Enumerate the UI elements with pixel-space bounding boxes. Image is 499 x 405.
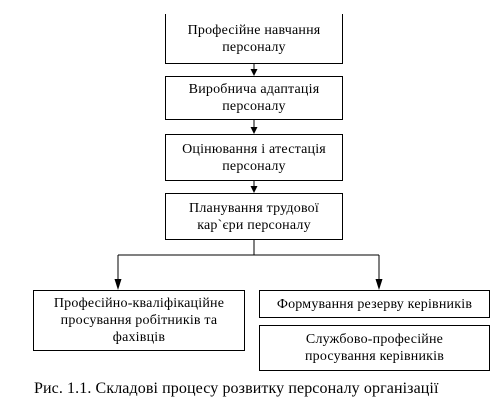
figure-caption: Рис. 1.1. Складові процесу розвитку перс… <box>34 380 439 397</box>
arrowhead-assessment <box>250 127 258 134</box>
arrowhead-reserve <box>375 279 383 290</box>
box-career-planning-label: Планування трудової кар`єри персоналу <box>189 200 319 233</box>
box-managers-promotion: Службово-професійне просування керівникі… <box>259 325 490 371</box>
box-career-planning: Планування трудової кар`єри персоналу <box>165 193 343 240</box>
box-assessment-attestation: Оцінювання і атестація персоналу <box>165 134 343 181</box>
box-production-adaptation: Виробнича адаптація персоналу <box>165 76 343 120</box>
box-managers-promotion-label: Службово-професійне просування керівникі… <box>304 332 445 364</box>
box-assessment-attestation-label: Оцінювання і атестація персоналу <box>182 141 326 174</box>
box-workers-promotion-label: Професійно-кваліфікаційне просування роб… <box>53 296 225 345</box>
box-manager-reserve: Формування резерву керівників <box>259 290 490 318</box>
arrowhead-workers <box>114 279 122 290</box>
box-production-adaptation-label: Виробнича адаптація персоналу <box>188 82 320 114</box>
box-professional-training: Професійне навчання персоналу <box>165 14 343 64</box>
arrowhead-adaptation <box>250 69 258 76</box>
box-manager-reserve-label: Формування резерву керівників <box>276 296 473 312</box>
arrowhead-career <box>250 186 258 193</box>
box-workers-promotion: Професійно-кваліфікаційне просування роб… <box>33 290 245 351</box>
box-professional-training-label: Професійне навчання персоналу <box>187 22 321 55</box>
